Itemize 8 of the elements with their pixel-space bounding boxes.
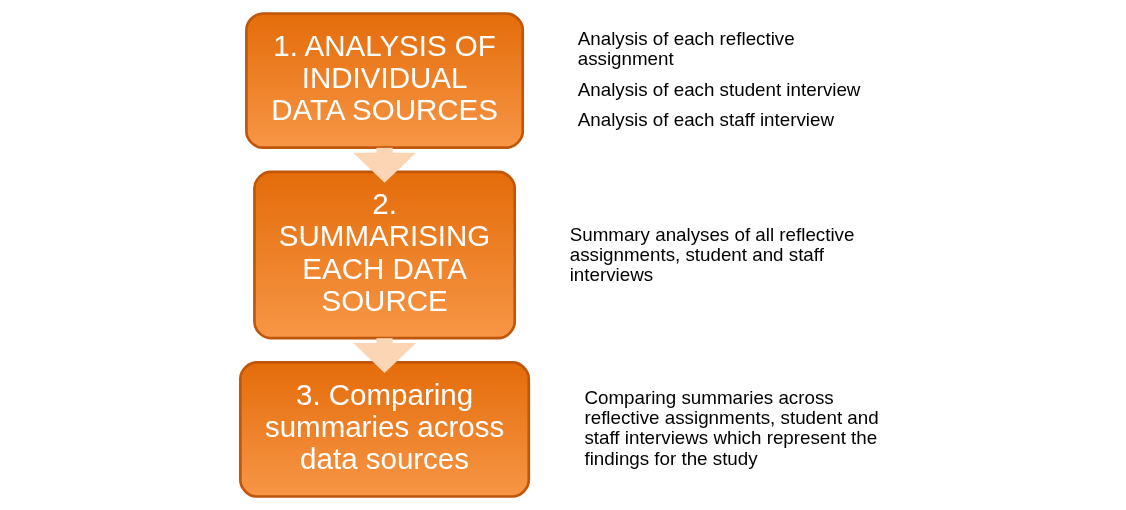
node-label: Comparing summaries across reflective assignments, student and staff interviews which represent the findings for the study [584,387,879,469]
node-label: Analysis of each reflective assignment [577,27,795,69]
node-box: 1. ANALYSIS OF INDIVIDUAL DATA SOURCES [245,12,525,149]
node-box: 2. SUMMARISING EACH DATA SOURCE [253,170,517,340]
node-box: 3. Comparing summaries across data sources [239,361,531,498]
node-label: Analysis of each staff interview [577,109,835,131]
node-label: Summary analyses of all reflective assignments, student and staff interviews [569,223,855,285]
node-label: Analysis of each student interview [577,78,861,100]
